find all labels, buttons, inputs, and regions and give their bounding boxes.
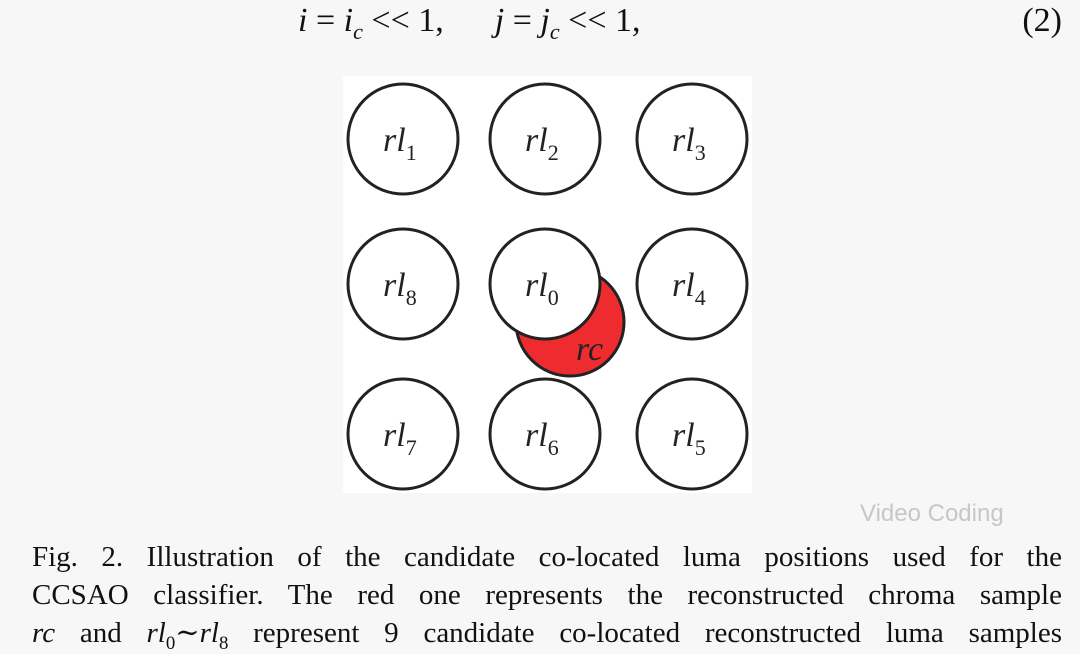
eq-var: j <box>540 2 550 39</box>
luma-label: rl5 <box>672 417 706 460</box>
luma-label: rl7 <box>383 417 417 460</box>
luma-sample-circle <box>488 82 602 196</box>
eq-sub: c <box>549 18 560 44</box>
luma-sample-circle <box>346 82 460 196</box>
luma-label: rl0 <box>525 267 559 310</box>
equation-number: (2) <box>1022 2 1062 39</box>
chroma-label: rc <box>576 331 603 368</box>
eq-var: i <box>298 2 308 39</box>
luma-sample-circle <box>635 227 749 341</box>
luma-sample-circle <box>346 227 460 341</box>
luma-label: rl2 <box>525 122 559 165</box>
eq-sub: c <box>353 18 363 44</box>
caption-line: rc and rl0∼rl8 represent 9 candidate co-… <box>32 617 1063 654</box>
luma-label: rl8 <box>383 267 417 310</box>
caption-line: CCSAO classifier. The red one represents… <box>32 579 1062 611</box>
luma-sample-circle <box>488 377 602 491</box>
equation: i = ic << 1, j = jc << 1, <box>298 2 641 44</box>
watermark: Video Coding <box>860 500 1004 527</box>
luma-label: rl3 <box>672 122 706 165</box>
luma-label: rl1 <box>383 122 417 165</box>
eq-var: i <box>343 2 354 39</box>
luma-sample-circle <box>488 227 602 341</box>
eq-var: j <box>494 2 505 39</box>
luma-label: rl6 <box>525 417 559 460</box>
figure-diagram: rl1 rl2 rl3 rl8 rl4 rl7 rl6 rl5 rl0 rc <box>346 82 749 491</box>
luma-sample-circle <box>346 377 460 491</box>
eq-op: << 1, <box>568 2 641 39</box>
caption-line: Fig. 2. Illustration of the candidate co… <box>32 541 1062 573</box>
figure: rl1 rl2 rl3 rl8 rl4 rl7 rl6 rl5 rl0 rc <box>343 76 752 493</box>
figure-caption: Fig. 2. Illustration of the candidate co… <box>32 538 1063 654</box>
luma-label: rl4 <box>672 267 706 310</box>
eq-op: << 1, <box>371 2 444 39</box>
luma-sample-circle <box>635 377 749 491</box>
luma-sample-circle <box>635 82 749 196</box>
